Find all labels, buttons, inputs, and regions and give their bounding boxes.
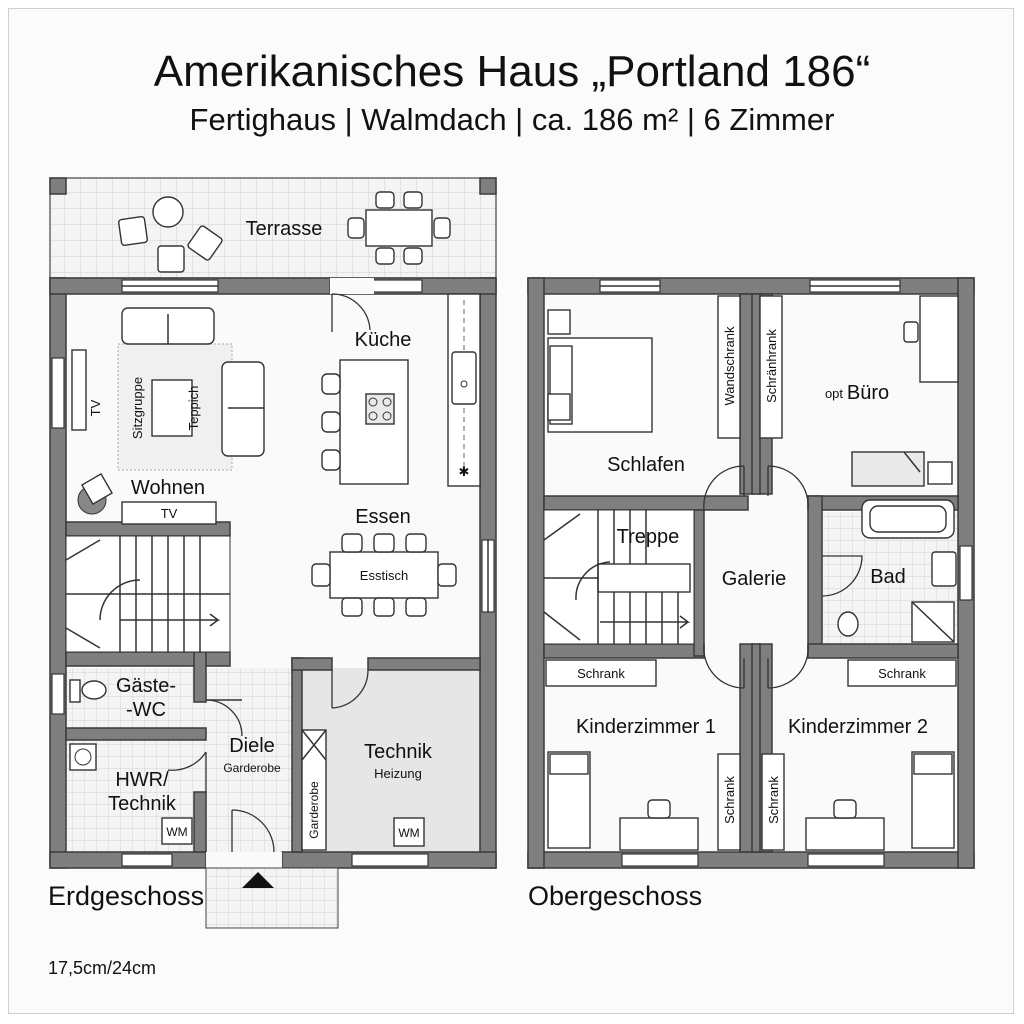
terrace-round-table [152, 196, 184, 228]
upper-floor-label: Obergeschoss [528, 881, 702, 911]
label-heizung: Heizung [374, 766, 422, 781]
label-schrank-k2: Schrank [766, 776, 781, 824]
bath-toilet [837, 611, 859, 637]
label-hwr-2: Technik [108, 793, 177, 815]
label-sitzgruppe: Sitzgruppe [130, 377, 145, 439]
label-schrank-k1: Schrank [722, 776, 737, 824]
label-treppe: Treppe [617, 526, 680, 548]
label-schrank-right: Schrank [878, 666, 926, 681]
terrace-dining-table [365, 209, 433, 247]
ground-floor-plan: ✱ [49, 177, 497, 929]
label-tv-wall: TV [88, 399, 103, 416]
page-subtitle: Fertighaus | Walmdach | ca. 186 m² | 6 Z… [190, 102, 835, 137]
garderobe-cabinet [301, 729, 327, 851]
wardrobe-wandschrank [717, 295, 741, 439]
guest-toilet [81, 680, 107, 700]
tv-unit-wall [71, 349, 87, 431]
upper-floor-plan [527, 277, 975, 869]
coffee-table [151, 379, 193, 437]
entrance-step [205, 867, 339, 929]
label-kinder2: Kinderzimmer 2 [788, 716, 928, 738]
label-tv-board: TV [161, 506, 178, 521]
label-schraenk: Schränhrank [764, 329, 779, 403]
label-buero: Büro [847, 382, 889, 404]
upper-stairs [543, 509, 695, 645]
label-teppich: Teppich [186, 386, 201, 431]
entrance-arrow-icon [242, 872, 274, 888]
scale-note: 17,5cm/24cm [48, 958, 156, 978]
label-technik: Technik [364, 741, 433, 763]
schrank-right-bar [847, 659, 957, 687]
sofa-right [221, 361, 265, 457]
label-schlafen: Schlafen [607, 454, 685, 476]
label-garderobe-vertical: Garderobe [307, 781, 321, 839]
wardrobe-schraenk [759, 295, 783, 439]
ground-stairs [65, 535, 231, 653]
label-wohnen: Wohnen [131, 477, 205, 499]
bath-sink [931, 551, 957, 587]
desk-kinder1 [619, 817, 699, 851]
label-buero-prefix: opt [825, 386, 843, 401]
desk-buero [851, 451, 925, 487]
label-kinder1: Kinderzimmer 1 [576, 716, 716, 738]
label-wm-technik: WM [398, 826, 419, 840]
label-esstisch: Esstisch [360, 568, 408, 583]
ground-floor-label: Erdgeschoss [48, 881, 204, 911]
kitchen-sink [451, 351, 477, 405]
label-gaeste-wc-1: Gäste- [116, 675, 176, 697]
label-garderobe: Garderobe [223, 761, 281, 775]
schrank-left-bar [545, 659, 657, 687]
label-kueche: Küche [355, 329, 412, 351]
label-schrank-left: Schrank [577, 666, 625, 681]
label-terrasse: Terrasse [246, 218, 323, 240]
label-bad: Bad [870, 566, 906, 588]
desk-kinder2 [805, 817, 885, 851]
fridge-icon: ✱ [459, 464, 470, 479]
label-wandschrank: Wandschrank [722, 326, 737, 405]
label-gaeste-wc-2: -WC [126, 699, 166, 721]
label-hwr-1: HWR/ [115, 769, 169, 791]
label-diele: Diele [229, 735, 275, 757]
label-essen: Essen [355, 506, 411, 528]
label-wm-hwr: WM [166, 825, 187, 839]
label-galerie: Galerie [722, 568, 786, 590]
technik-floor [300, 668, 480, 854]
diele-floor [206, 668, 292, 854]
page-title: Amerikanisches Haus „Portland 186“ [154, 47, 871, 96]
